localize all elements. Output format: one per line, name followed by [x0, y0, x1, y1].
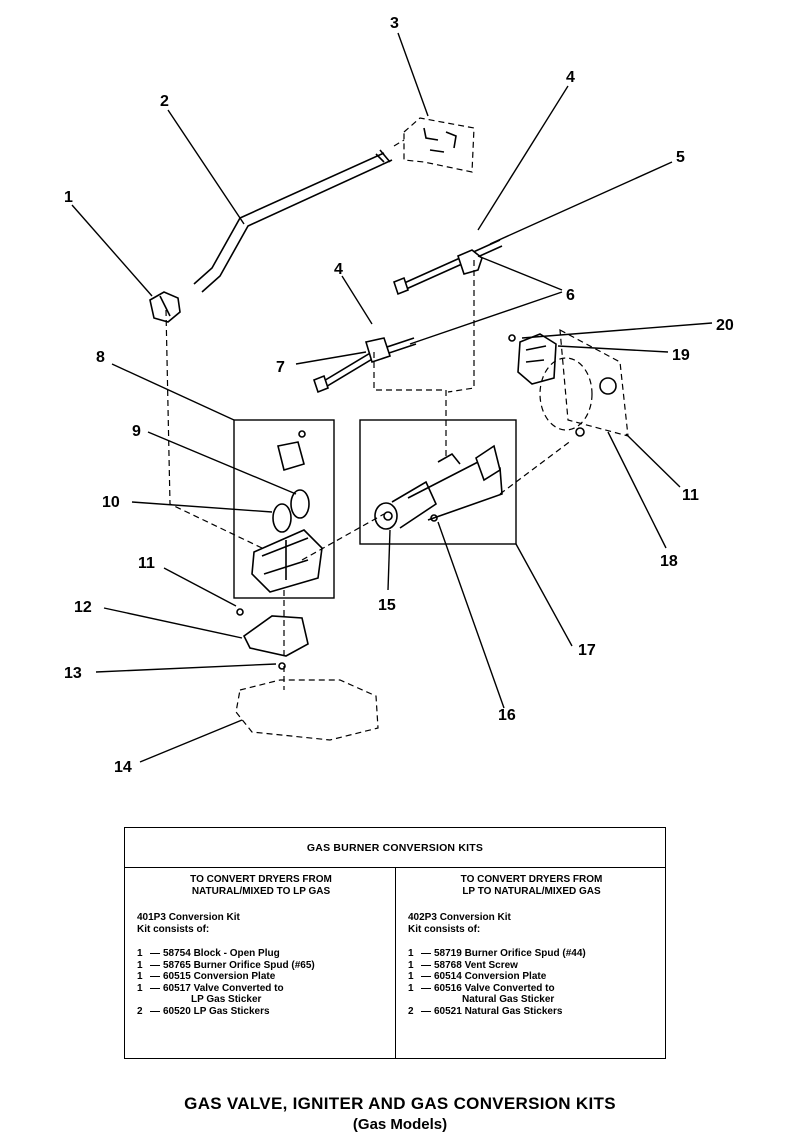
page-subtitle: (Gas Models)	[352, 1116, 448, 1133]
list-item: 1—60517 Valve Converted to	[137, 982, 284, 994]
gas-pipe	[193, 149, 393, 293]
right-heading-line2: LP TO NATURAL/MIXED GAS	[462, 886, 601, 897]
list-item: 2—60520 LP Gas Stickers	[137, 1005, 270, 1017]
right-kit-name: 402P3 Conversion Kit	[408, 912, 511, 923]
list-item: 1—58719 Burner Orifice Spud (#44)	[408, 948, 586, 959]
list-item: 2—60521 Natural Gas Stickers	[408, 1005, 563, 1017]
callout-10: 10	[102, 494, 120, 511]
callout-15: 15	[378, 597, 396, 614]
callout-17: 17	[578, 642, 596, 659]
gas-valve	[251, 529, 323, 593]
left-heading-line2: NATURAL/MIXED TO LP GAS	[191, 886, 331, 897]
valve-coils	[272, 489, 310, 533]
list-item-continuation: Natural Gas Sticker	[462, 994, 555, 1005]
list-item: 1—58768 Vent Screw	[408, 959, 518, 971]
igniter	[374, 480, 438, 530]
elbow-fitting	[149, 291, 181, 323]
callout-18: 18	[660, 553, 678, 570]
callout-4a: 4	[566, 69, 575, 86]
callout-16: 16	[498, 707, 516, 724]
left-heading: TO CONVERT DRYERS FROM NATURAL/MIXED TO …	[137, 874, 385, 898]
right-heading-line1: TO CONVERT DRYERS FROM	[460, 874, 603, 885]
parts-diagram: 1 2 3 4 5 6 4 7 8 9 10 11 12 13 14 15 16…	[64, 15, 734, 776]
callout-2: 2	[160, 93, 169, 110]
callout-11a: 11	[138, 555, 155, 572]
callout-13: 13	[64, 665, 82, 682]
assembly-lines	[165, 139, 573, 690]
valve-coil-upper	[277, 430, 306, 472]
callout-5: 5	[676, 149, 685, 166]
right-kit-column: TO CONVERT DRYERS FROM LP TO NATURAL/MIX…	[395, 868, 665, 1058]
callout-3: 3	[390, 15, 399, 32]
list-item: 1—58754 Block - Open Plug	[137, 948, 280, 959]
conversion-kits-table: GAS BURNER CONVERSION KITS TO CONVERT DR…	[124, 827, 666, 1059]
left-kit-name: 401P3 Conversion Kit	[137, 912, 240, 923]
callout-8: 8	[96, 349, 105, 366]
base-panel	[235, 679, 379, 741]
leader-lines	[71, 32, 713, 763]
callout-19: 19	[672, 347, 690, 364]
right-heading: TO CONVERT DRYERS FROM LP TO NATURAL/MIX…	[408, 874, 655, 898]
right-kit-consists: Kit consists of:	[408, 924, 481, 935]
flame-sensor-bracket	[508, 333, 557, 385]
left-kit-items: 1—58754 Block - Open Plug 1—58765 Burner…	[137, 948, 385, 1017]
valve-bracket	[236, 608, 309, 670]
callout-numbers: 1 2 3 4 5 6 4 7 8 9 10 11 12 13 14 15 16…	[64, 15, 734, 776]
callout-20: 20	[716, 317, 734, 334]
lower-igniter-harness	[313, 337, 417, 394]
left-heading-line1: TO CONVERT DRYERS FROM	[190, 874, 332, 885]
callout-1: 1	[64, 189, 73, 206]
left-kit-column: TO CONVERT DRYERS FROM NATURAL/MIXED TO …	[125, 868, 395, 1058]
callout-7: 7	[276, 359, 285, 376]
table-title: GAS BURNER CONVERSION KITS	[125, 828, 665, 868]
list-item: 1—60516 Valve Converted to	[408, 982, 555, 994]
callout-11b: 11	[682, 487, 699, 504]
list-item: 1—60514 Conversion Plate	[408, 971, 547, 982]
callout-6: 6	[566, 287, 575, 304]
list-item: 1—60515 Conversion Plate	[137, 971, 276, 982]
mounting-bracket	[403, 117, 475, 173]
upper-igniter-harness	[393, 239, 503, 296]
callout-4b: 4	[334, 261, 343, 278]
list-item-continuation: LP Gas Sticker	[191, 994, 262, 1005]
screw-16	[430, 514, 438, 522]
burner-tube	[407, 444, 503, 521]
callout-12: 12	[74, 599, 92, 616]
callout-9: 9	[132, 423, 141, 440]
left-kit-consists: Kit consists of:	[137, 924, 210, 935]
right-kit-items: 1—58719 Burner Orifice Spud (#44) 1—5876…	[408, 948, 655, 1017]
page-title: GAS VALVE, IGNITER AND GAS CONVERSION KI…	[184, 1094, 616, 1113]
list-item: 1—58765 Burner Orifice Spud (#65)	[137, 959, 315, 971]
callout-14: 14	[114, 759, 132, 776]
